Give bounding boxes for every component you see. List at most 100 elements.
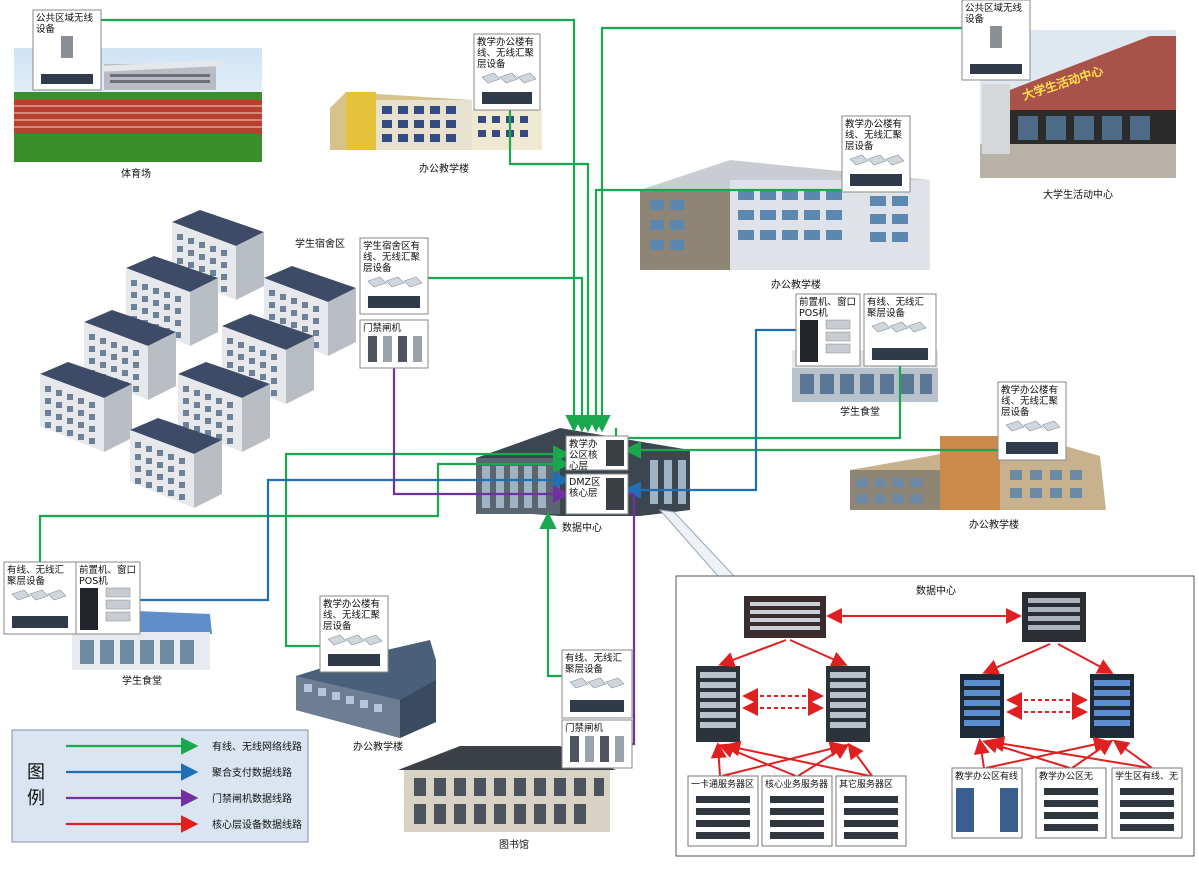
dist-switch-3 [960,674,1004,738]
device-box-label: 核心层 [569,487,598,499]
device-box-label: 有线、无线汇 [565,652,623,664]
blue-line-canteen-r [623,328,800,499]
legend-title-char-2: 例 [27,788,45,809]
device-box-label: 教学办公楼有 [323,598,380,610]
dist-switch-1 [696,666,740,742]
device-box-label: POS机 [799,307,828,319]
legend-label: 聚合支付数据线路 [212,766,292,779]
dorm-building-6 [40,362,132,452]
device-box-label: 公区核 [569,449,598,461]
green-line-office-top [508,106,597,433]
device-box-label: 学生宿舍区有 [363,240,420,252]
server-zone-label: 学生区有线、无 [1115,770,1178,782]
server-zone-label: 其它服务器区 [839,778,893,790]
caption-library: 图书馆 [499,838,529,851]
office-building-bottom [296,640,436,738]
dc-detail-title: 数据中心 [916,584,956,597]
datacenter-detail-panel: 数据中心 [675,575,1195,857]
device-box-label: 前置机、窗口 [799,296,856,308]
device-box-label: 线、无线汇聚 [363,251,421,263]
green-line-center [593,26,966,433]
device-box-label: 聚层设备 [867,307,906,319]
device-box-label: 聚层设备 [7,575,46,587]
server-zone-label: 教学办公区无 [1039,770,1093,782]
dorm-building-8 [130,418,222,508]
device-box-label: 设备 [965,13,985,25]
green-line-dorm [426,276,591,433]
device-box-label: 层设备 [363,262,392,274]
device-box-label: 前置机、窗口 [79,564,136,576]
caption-stadium: 体育场 [121,167,151,180]
green-line-office-right [587,188,876,433]
purple-line-dorm-gate [392,366,571,503]
green-line-canteen-l [38,455,571,606]
device-box-label: DMZ区 [569,477,601,488]
library-building [398,746,616,832]
caption-datacenter: 数据中心 [562,521,602,534]
dorm-building-7 [178,362,270,452]
building-captions: 体育场 办公教学楼 办公教学楼 大学生活动中心 学生宿舍区 学生食堂 办公教学楼… [121,162,1113,851]
caption-dorm: 学生宿舍区 [295,237,345,250]
device-box-label: 门禁闸机 [565,722,604,734]
device-box-library-gate: 门禁闸机 [561,719,633,769]
legend-item-3: 门禁闸机数据线路 [66,789,292,807]
caption-office-east: 办公教学楼 [969,518,1019,531]
device-box-label: 聚层设备 [565,663,604,675]
stadium-image [14,48,262,162]
server-zone-1: 一卡通服务器区 [687,775,759,847]
green-line-stadium [100,18,583,433]
core-switch-left [744,596,826,638]
server-zone-4: 教学办公区有线 [951,767,1023,839]
device-box-label: 公共区域无线 [965,2,1023,14]
device-box-label: 门禁闸机 [363,322,402,334]
dist-switch-2 [826,666,870,742]
device-box-label: 教学办 [569,438,598,450]
device-box-label: 线、无线汇聚 [845,129,903,141]
device-box-label: 设备 [36,23,56,35]
device-box-label: 层设备 [845,140,874,152]
student-center-image: 大学生活动中心 [980,30,1176,178]
device-box-label: 层设备 [1001,406,1030,418]
server-zone-5: 教学办公区无 [1035,767,1107,839]
legend-item-4: 核心层设备数据线路 [66,815,302,833]
network-lines [38,18,1030,746]
legend-label: 有线、无线网络线路 [212,740,302,753]
device-box-dorm-gate: 门禁闸机 [359,319,429,369]
office-building-east [850,436,1106,510]
datacenter-zoom-callout [658,509,736,577]
dist-switch-4 [1090,674,1134,738]
caption-office-bottom: 办公教学楼 [353,740,403,753]
legend-title-char-1: 图 [27,762,45,783]
device-box-label: 线、无线汇聚 [323,609,381,621]
caption-canteen-left: 学生食堂 [122,674,162,687]
device-box-label: 教学办公楼有 [845,118,902,130]
legend-label: 核心层设备数据线路 [212,818,302,831]
server-zone-6: 学生区有线、无 [1111,767,1183,839]
device-box-label: POS机 [79,575,108,587]
device-box-label: 线、无线汇聚 [477,47,535,59]
legend-item-2: 聚合支付数据线路 [66,763,292,781]
server-zone-label: 核心业务服务器 [765,778,828,790]
legend-item-1: 有线、无线网络线路 [66,737,302,755]
device-box-label: 有线、无线汇 [7,564,65,576]
core-switch-right [1022,592,1086,642]
device-box-label: 教学办公楼有 [477,36,534,48]
dorm-buildings [40,210,356,508]
server-zone-3: 其它服务器区 [835,775,907,847]
device-box-label: 有线、无线汇 [867,296,925,308]
device-box-label: 公共区域无线 [36,12,94,24]
caption-canteen-right: 学生食堂 [840,405,880,418]
